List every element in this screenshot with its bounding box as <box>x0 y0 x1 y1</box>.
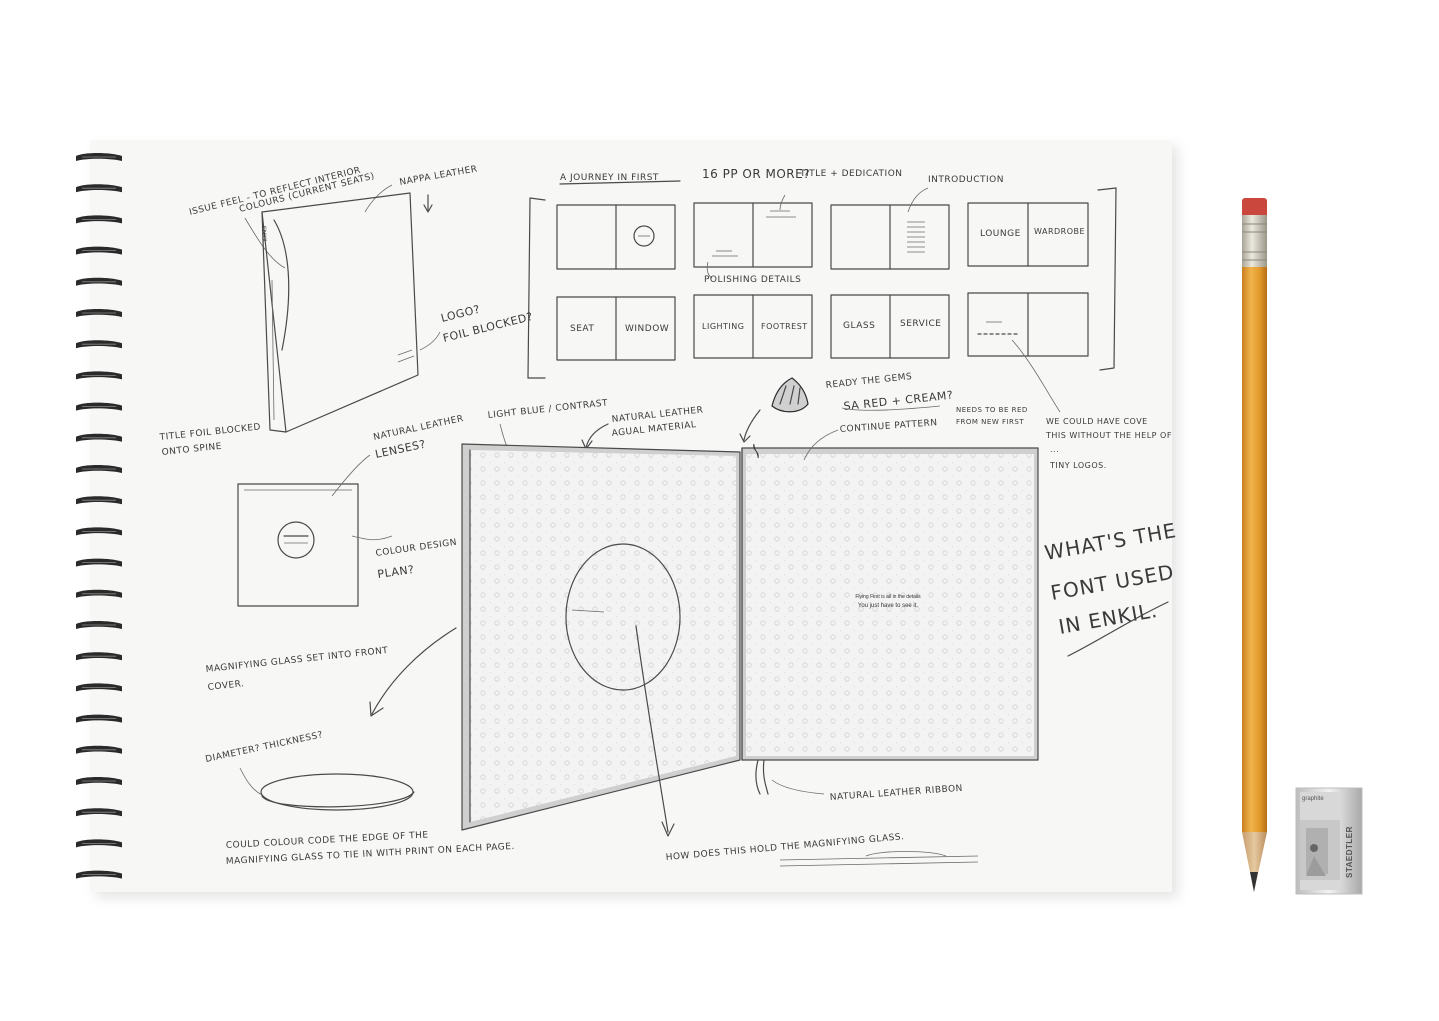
svg-text:COVER.: COVER. <box>207 679 245 693</box>
pencil-ferrule <box>1242 215 1267 267</box>
svg-text:...: ... <box>1050 445 1059 454</box>
label-font-q2: FONT USED <box>1049 560 1176 605</box>
label-diameter: DIAMETER? THICKNESS? <box>205 730 324 765</box>
spiral-binding <box>76 153 122 879</box>
label-window: WINDOW <box>625 324 669 334</box>
pencil-eraser <box>1242 198 1267 218</box>
label-ribbon: NATURAL LEATHER RIBBON <box>830 784 964 803</box>
label-lighting: LIGHTING <box>702 322 744 331</box>
label-polishing: POLISHING DETAILS <box>704 275 801 285</box>
pencil-body <box>1242 267 1267 832</box>
label-we-could: WE COULD HAVE COVE <box>1046 417 1148 426</box>
label-journey: A JOURNEY IN FIRST <box>560 173 659 183</box>
svg-text:PLAN?: PLAN? <box>377 563 416 581</box>
label-ready-gems: READY THE GEMS <box>825 372 912 391</box>
svg-text:THIS WITHOUT THE HELP OF: THIS WITHOUT THE HELP OF <box>1045 431 1172 440</box>
label-tiny-logos: TINY LOGOS. <box>1049 461 1107 470</box>
book-3d-sketch: ISSUE FEEL - TO REFLECT INTERIOR COLOURS… <box>158 164 534 458</box>
label-light-blue: LIGHT BLUE / CONTRAST <box>487 398 608 421</box>
label-lounge: LOUNGE <box>980 229 1021 239</box>
label-font-q1: WHAT'S THE <box>1043 518 1179 565</box>
label-introduction: INTRODUCTION <box>928 175 1004 185</box>
label-needs-red: NEEDS TO BE RED <box>956 406 1028 414</box>
book-line1: Flying First is all in the details <box>855 594 921 600</box>
label-pages: 16 PP OR MORE? <box>702 167 810 181</box>
label-seat: SEAT <box>570 324 594 334</box>
label-wardrobe: WARDROBE <box>1034 227 1085 236</box>
label-title-dedication: TITLE + DEDICATION <box>799 169 903 179</box>
label-colour-design: COLOUR DESIGN <box>375 538 458 559</box>
label-magnifying: MAGNIFYING GLASS SET INTO FRONT <box>205 646 389 675</box>
right-notes: WE COULD HAVE COVE THIS WITHOUT THE HELP… <box>1043 417 1179 657</box>
svg-text:ONTO SPINE: ONTO SPINE <box>161 442 222 458</box>
label-font-q3: IN ENKIL. <box>1057 598 1160 639</box>
label-service: SERVICE <box>900 319 941 329</box>
label-glass: GLASS <box>843 321 875 331</box>
sharpener-top-label: graphite <box>1302 796 1324 802</box>
storyboard-sketch: A JOURNEY IN FIRST 16 PP OR MORE? TITLE … <box>527 167 1117 413</box>
label-footrest: FOOTREST <box>761 322 808 331</box>
pencil <box>1242 198 1267 892</box>
pencil-tip <box>1242 832 1267 892</box>
label-continue-pattern: CONTINUE PATTERN <box>840 418 938 435</box>
book-line2: You just have to see it. <box>858 603 918 609</box>
sharpener: graphite STAEDTLER <box>1295 787 1363 895</box>
open-book-sketch: LIGHT BLUE / CONTRAST NATURAL LEATHER AG… <box>461 372 1039 867</box>
label-nappa: NAPPA LEATHER <box>399 164 479 188</box>
svg-text:FROM NEW FIRST: FROM NEW FIRST <box>956 418 1024 426</box>
sharpener-brand: STAEDTLER <box>1345 826 1354 878</box>
label-logo: LOGO? <box>440 303 482 325</box>
lens-square-sketch: NATURAL LEATHER LENSES? COLOUR DESIGN PL… <box>237 414 465 607</box>
label-title-spine: TITLE FOIL BLOCKED <box>158 422 261 443</box>
svg-text:ENKIL: ENKIL <box>260 226 267 244</box>
